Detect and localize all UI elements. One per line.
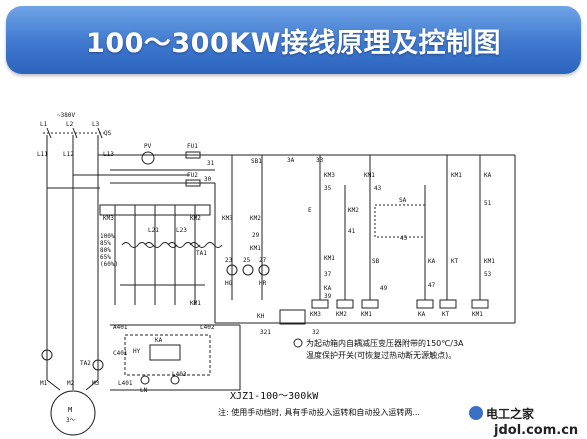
label-l21: L21 — [148, 227, 159, 234]
footer-note: 注: 使用手动档时, 具有手动投入运转和自动投入运转两... — [218, 407, 420, 417]
label-kh: KH — [257, 313, 265, 320]
label-coil-kt: KT — [442, 311, 450, 318]
label-ka-ctrl: KA — [484, 172, 492, 179]
page-title: 100～300KW接线原理及控制图 — [86, 27, 501, 59]
phase-l1: L1 — [40, 121, 48, 128]
label-e: E — [308, 207, 312, 214]
label-coil-km3: KM3 — [310, 311, 321, 318]
label-km3-ctrl: KM3 — [324, 172, 335, 179]
title-banner: 100～300KW接线原理及控制图 — [6, 6, 581, 74]
label-km1-ctrl4: KM1 — [484, 258, 495, 265]
line-l12: L12 — [63, 151, 74, 158]
label-a401: A401 — [113, 324, 128, 331]
label-km2-power: KM2 — [190, 215, 201, 222]
label-ka-panel: KA — [155, 337, 163, 344]
label-km3-power: KM3 — [103, 215, 114, 222]
label-n53: 53 — [484, 271, 492, 278]
main-switch-label: QS — [104, 130, 112, 137]
label-n31: 31 — [207, 160, 215, 167]
theta-note-line1: 为起动箱内自耦减压变压器附带的150℃/3A — [306, 338, 464, 348]
label-n30: 30 — [204, 176, 212, 183]
phase-l3: L3 — [92, 121, 100, 128]
watermark-url: jdol.com.cn — [493, 423, 578, 438]
theta-note-line2: 温度保护开关(可恢复过热动断无源触点)。 — [306, 350, 456, 360]
label-tap-60: (60%) — [100, 261, 118, 268]
label-km2-ctrl: KM2 — [348, 207, 359, 214]
supply-voltage: ~380V — [57, 112, 75, 119]
phase-l2: L2 — [66, 121, 74, 128]
label-km2-lamp: KM2 — [250, 215, 261, 222]
label-l403: L403 — [172, 371, 187, 378]
label-l401: L401 — [118, 380, 133, 387]
label-tap-80: 80% — [100, 247, 111, 254]
label-n51: 51 — [484, 200, 492, 207]
label-n49: 49 — [380, 285, 388, 292]
label-coil-km2: KM2 — [336, 311, 347, 318]
label-n29: 29 — [252, 232, 260, 239]
label-hy: HY — [133, 348, 141, 355]
label-ka-ctrl2: KA — [324, 285, 332, 292]
label-n45: 45 — [400, 235, 408, 242]
label-c401: C401 — [113, 350, 128, 357]
label-ta2: TA2 — [80, 360, 91, 367]
label-n39: 39 — [324, 293, 332, 300]
label-l23: L23 — [176, 227, 187, 234]
label-pv: PV — [144, 143, 152, 150]
brand-logo-icon — [469, 406, 483, 420]
label-kt: KT — [451, 258, 459, 265]
label-km1-ctrl3: KM1 — [324, 255, 335, 262]
label-m3: M3 — [92, 380, 100, 387]
label-tap-85: 85% — [100, 240, 111, 247]
label-coil-km1b: KM1 — [472, 311, 483, 318]
label-n321: 321 — [260, 329, 271, 336]
label-l402: L402 — [200, 324, 215, 331]
label-km1-ctrl: KM1 — [364, 172, 375, 179]
circuit-schematic: ~380V L1 L2 L3 QS L11 L12 L13 PV FU1 FU2… — [37, 112, 578, 438]
line-l13: L13 — [103, 151, 114, 158]
label-n41: 41 — [348, 228, 356, 235]
label-n3a: 3A — [287, 157, 295, 164]
label-n32: 32 — [312, 329, 320, 336]
line-l11: L11 — [37, 151, 48, 158]
label-km1-power: KM1 — [190, 300, 201, 307]
motor-phase-label: 3～ — [66, 417, 76, 424]
label-m2: M2 — [67, 380, 75, 387]
label-sb1: SB1 — [251, 158, 262, 165]
label-n27: 27 — [259, 257, 267, 264]
label-fu1: FU1 — [187, 143, 198, 150]
label-n25: 25 — [243, 257, 251, 264]
label-km1-ctrl2: KM1 — [451, 172, 462, 179]
label-tap-65: 65% — [100, 254, 111, 261]
label-m1: M1 — [40, 380, 48, 387]
label-ta1: TA1 — [196, 250, 207, 257]
label-n35: 35 — [324, 185, 332, 192]
label-hg: HG — [225, 280, 233, 287]
label-km1-lamp: KM1 — [250, 245, 261, 252]
watermark-brand: 电工之家 — [486, 406, 535, 421]
label-coil-ka: KA — [418, 311, 426, 318]
motor-label: M — [68, 406, 72, 414]
label-sa: SA — [399, 197, 407, 204]
label-sb: SB — [372, 258, 380, 265]
diagram-caption: XJZ1-100～300kW — [230, 391, 319, 402]
label-coil-km1: KM1 — [361, 311, 372, 318]
label-km3-lamp: KM3 — [222, 215, 233, 222]
label-n23: 23 — [225, 257, 233, 264]
label-n47: 47 — [428, 282, 436, 289]
label-n37: 37 — [324, 271, 332, 278]
label-hr: HR — [259, 280, 267, 287]
label-ka-ctrl3: KA — [428, 258, 436, 265]
label-fu2: FU2 — [187, 172, 198, 179]
label-n33: 33 — [316, 157, 324, 164]
label-tap-100: 100% — [100, 233, 115, 240]
label-ln: LN — [140, 387, 148, 394]
label-n43: 43 — [374, 185, 382, 192]
